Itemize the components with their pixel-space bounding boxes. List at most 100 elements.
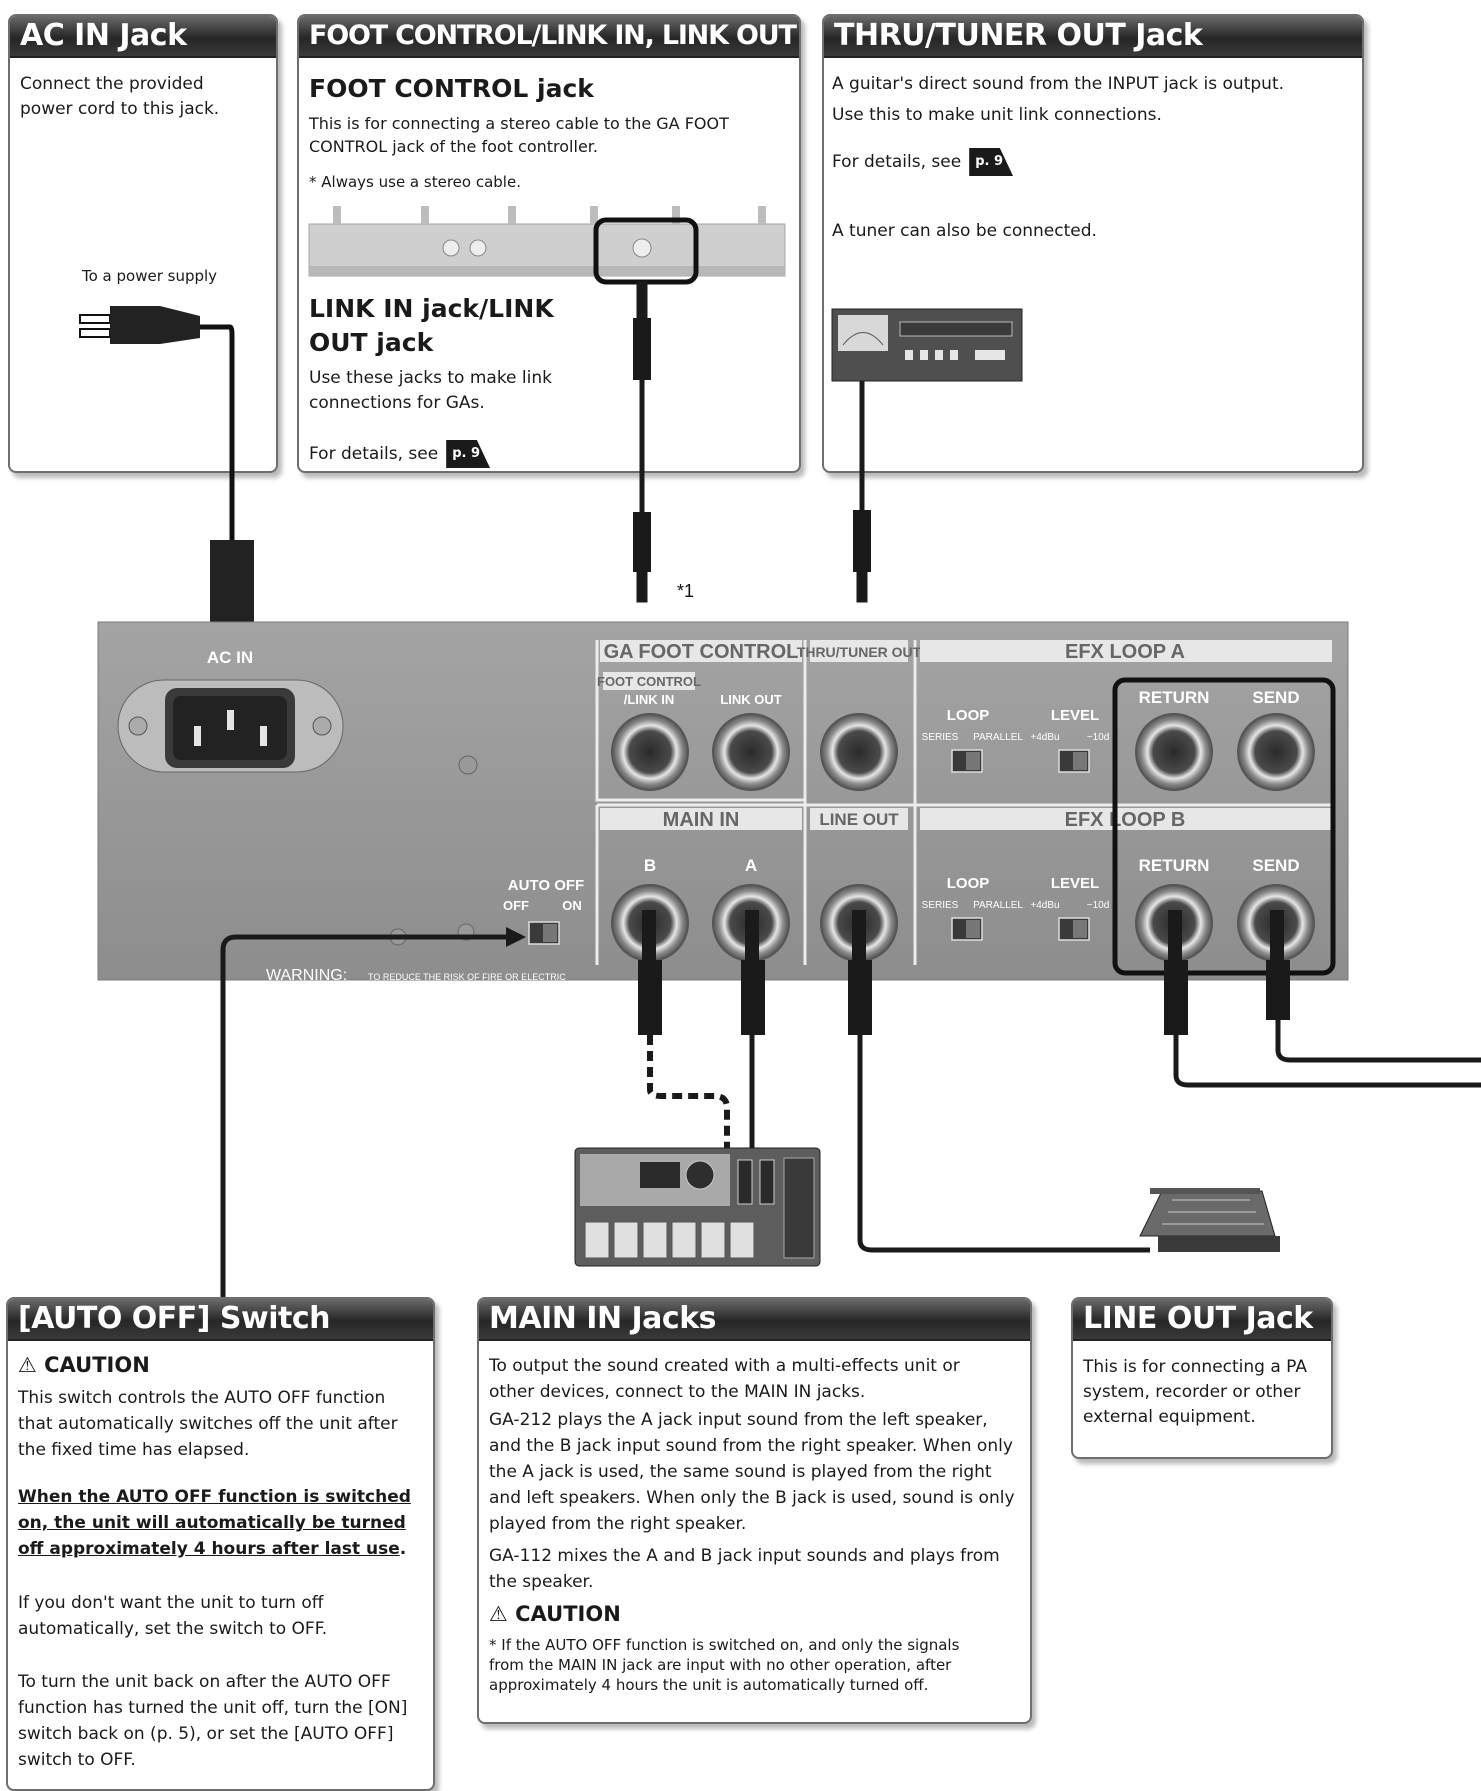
main-in-note: * If the AUTO OFF function is switched o… (489, 1635, 989, 1695)
link-out-jack[interactable] (713, 714, 789, 790)
panel-series-a: SERIES (922, 732, 959, 743)
link-details-text: For details, see (309, 444, 438, 464)
main-in-a-jack[interactable] (713, 885, 789, 961)
main-in-text-1: To output the sound created with a multi… (489, 1353, 1009, 1405)
panel-a: A (745, 856, 757, 875)
efx-b-send-jack[interactable] (1238, 885, 1314, 961)
foot-control-note: * Always use a stereo cable. (309, 172, 521, 192)
auto-off-text-3: If you don't want the unit to turn off a… (18, 1590, 388, 1642)
ac-in-title: AC IN Jack (10, 16, 276, 58)
panel-series-b: SERIES (922, 900, 959, 911)
main-in-a-cable (741, 910, 765, 1148)
multi-effects-image (575, 1148, 820, 1266)
line-out-text: This is for connecting a PA system, reco… (1083, 1355, 1321, 1430)
power-supply-label: To a power supply (82, 266, 217, 286)
panel-warning-text: TO REDUCE THE RISK OF FIRE OR ELECTRIC (368, 972, 566, 982)
thru-tuner-out-jack[interactable] (821, 714, 897, 790)
thru-text-3: A tuner can also be connected. (832, 219, 1097, 244)
panel-b: B (644, 856, 656, 875)
panel-on: ON (562, 898, 582, 913)
main-in-title: MAIN IN Jacks (479, 1299, 1030, 1341)
panel-loop-a: LOOP (947, 707, 990, 724)
auto-off-text-4: To turn the unit back on after the AUTO … (18, 1669, 418, 1773)
panel-off: OFF (503, 898, 529, 913)
efx-b-return-jack[interactable] (1136, 885, 1212, 961)
link-details: For details, see p. 9 (309, 440, 490, 468)
panel-parallel-b: PARALLEL (973, 900, 1023, 911)
auto-off-text-2: When the AUTO OFF function is switched o… (18, 1484, 418, 1562)
efx-send-cable (1266, 910, 1481, 1060)
panel-minus10-b: −10d (1087, 900, 1110, 911)
foot-control-link-in-jack[interactable] (612, 714, 688, 790)
link-text: Use these jacks to make link connections… (309, 366, 579, 416)
link-heading: LINK IN jack/LINK OUT jack (309, 292, 599, 360)
page-ref-thru[interactable]: p. 9 (969, 148, 1013, 176)
panel-foot-control-1: FOOT CONTROL (597, 674, 701, 689)
foot-control-title: FOOT CONTROL/LINK IN, LINK OUT Jacks (299, 16, 799, 58)
thru-tuner-box: THRU/TUNER OUT Jack A guitar's direct so… (822, 14, 1364, 473)
panel-thru-tuner-out: THRU/TUNER OUT (797, 644, 922, 660)
main-in-box: MAIN IN Jacks To output the sound create… (477, 1297, 1032, 1724)
panel-parallel-a: PARALLEL (973, 732, 1023, 743)
auto-off-warning: When the AUTO OFF function is switched o… (18, 1487, 411, 1559)
auto-off-pointer (223, 927, 526, 1300)
level-switch-b[interactable] (1059, 918, 1089, 940)
panel-return-b: RETURN (1139, 856, 1210, 875)
panel-link-out: LINK OUT (720, 692, 781, 707)
mixer-image (1140, 1188, 1280, 1252)
foot-control-text: This is for connecting a stereo cable to… (309, 112, 749, 158)
panel-ga-foot-control: GA FOOT CONTROL (604, 641, 799, 663)
auto-off-caution-label: CAUTION (44, 1353, 150, 1377)
panel-level-a: LEVEL (1051, 707, 1099, 724)
auto-off-title: [AUTO OFF] Switch (8, 1299, 433, 1341)
panel-auto-off: AUTO OFF (508, 877, 584, 894)
panel-efx-loop-b: EFX LOOP B (1065, 809, 1186, 831)
efx-a-return-jack[interactable] (1136, 714, 1212, 790)
auto-off-caution: ⚠ CAUTION (18, 1353, 150, 1377)
main-in-text-2: GA-212 plays the A jack input sound from… (489, 1407, 1019, 1537)
panel-loop-b: LOOP (947, 875, 990, 892)
line-out-jack[interactable] (821, 885, 897, 961)
rear-panel: AC IN GA FOOT CONTROL FOOT CONTROL /LINK… (98, 622, 1348, 984)
line-out-cable (848, 910, 1150, 1250)
panel-send-a: SEND (1252, 688, 1299, 707)
panel-main-in: MAIN IN (663, 809, 740, 831)
ac-in-box: AC IN Jack Connect the provided power co… (8, 14, 278, 473)
foot-control-heading: FOOT CONTROL jack (309, 72, 594, 106)
panel-ac-in: AC IN (207, 648, 253, 667)
panel-level-b: LEVEL (1051, 875, 1099, 892)
caution-icon: ⚠ (18, 1353, 37, 1377)
auto-off-box: [AUTO OFF] Switch ⚠ CAUTION This switch … (6, 1297, 435, 1791)
caution-icon: ⚠ (489, 1602, 508, 1626)
ac-in-text: Connect the provided power cord to this … (20, 72, 260, 122)
main-in-caution-label: CAUTION (515, 1602, 621, 1626)
panel-plus4-b: +4dBu (1030, 900, 1059, 911)
thru-text-2: Use this to make unit link connections. (832, 103, 1352, 128)
main-in-caution: ⚠ CAUTION (489, 1602, 621, 1626)
panel-line-out: LINE OUT (819, 810, 899, 829)
panel-minus10-a: −10d (1087, 732, 1110, 743)
panel-efx-loop-a: EFX LOOP A (1065, 641, 1185, 663)
thru-details: For details, see p. 9 (832, 148, 1013, 176)
level-switch-a[interactable] (1059, 750, 1089, 772)
panel-return-a: RETURN (1139, 688, 1210, 707)
loop-switch-a[interactable] (952, 750, 982, 772)
thru-details-text: For details, see (832, 152, 961, 172)
panel-warning: WARNING: (266, 967, 347, 984)
panel-send-b: SEND (1252, 856, 1299, 875)
efx-a-send-jack[interactable] (1238, 714, 1314, 790)
main-in-b-jack[interactable] (612, 885, 688, 961)
panel-link-in: /LINK IN (624, 692, 675, 707)
efx-return-cable (1164, 910, 1481, 1085)
foot-control-box: FOOT CONTROL/LINK IN, LINK OUT Jacks FOO… (297, 14, 801, 473)
line-out-box: LINE OUT Jack This is for connecting a P… (1071, 1297, 1333, 1459)
efx-loop-highlight (1115, 680, 1333, 973)
line-out-title: LINE OUT Jack (1073, 1299, 1331, 1341)
loop-switch-b[interactable] (952, 918, 982, 940)
panel-plus4-a: +4dBu (1030, 732, 1059, 743)
main-in-b-cable (638, 910, 727, 1148)
thru-tuner-title: THRU/TUNER OUT Jack (824, 16, 1362, 58)
auto-off-switch[interactable] (529, 922, 559, 944)
page-ref-link[interactable]: p. 9 (446, 440, 490, 468)
main-in-text-3: GA-112 mixes the A and B jack input soun… (489, 1543, 1019, 1595)
